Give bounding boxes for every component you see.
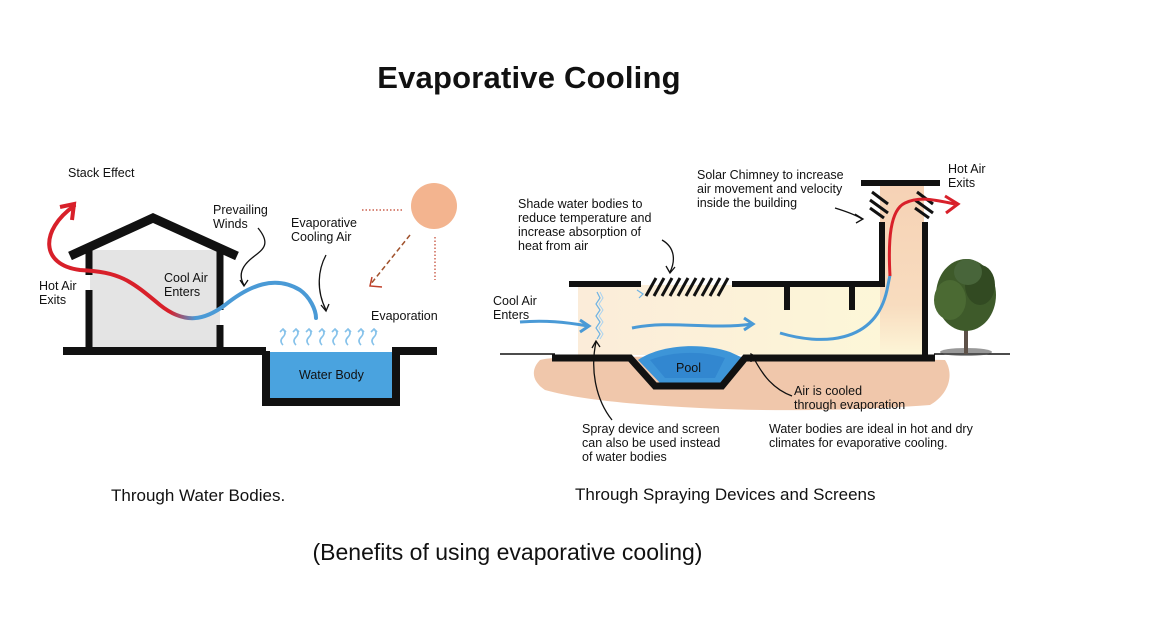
right-caption: Through Spraying Devices and Screens — [575, 485, 876, 504]
evaporative-cooling-air-label: Evaporative Cooling Air — [291, 216, 358, 244]
solar-chimney-label: Solar Chimney to increase air movement a… — [697, 168, 844, 210]
water-body — [262, 347, 437, 406]
hot-air-arrowhead-icon — [59, 201, 77, 221]
water-bodies-ideal-label: Water bodies are ideal in hot and dry cl… — [769, 422, 973, 450]
subtitle: (Benefits of using evaporative cooling) — [312, 539, 703, 565]
cool-air-enters-label: Cool Air Enters — [164, 271, 208, 299]
left-caption: Through Water Bodies. — [111, 486, 286, 505]
prevailing-winds-label: Prevailing Winds — [213, 203, 268, 231]
interior-airflow-arrow — [631, 322, 753, 330]
right-building-interior — [578, 186, 924, 356]
cool-air-inflow-arrow — [519, 319, 589, 328]
evaporative-air-pointer-icon — [318, 254, 327, 311]
evaporation-squiggles-icon — [279, 327, 378, 346]
stack-airflow-path — [47, 204, 318, 321]
pool-label: Pool — [676, 361, 702, 375]
evaporation-label: Evaporation — [371, 309, 438, 323]
hot-air-exits-right-label: Hot Air Exits — [948, 162, 986, 190]
shade-louvers-icon — [644, 277, 730, 297]
air-cooled-label: Air is cooled through evaporation — [794, 384, 906, 412]
chimney-airflow-path — [779, 274, 892, 341]
water-body-label: Water Body — [299, 368, 364, 382]
spray-screen-icon — [595, 291, 601, 340]
chimney-louvers-icon — [869, 190, 934, 220]
hot-air-exit-path — [887, 197, 956, 277]
shade-water-label: Shade water bodies to reduce temperature… — [518, 197, 652, 253]
stack-effect-label: Stack Effect — [68, 166, 135, 180]
sun-icon — [411, 183, 457, 229]
prevailing-winds-pointer-icon — [240, 227, 266, 286]
spray-device-label: Spray device and screen can also be used… — [582, 422, 721, 464]
page-title: Evaporative Cooling — [377, 60, 681, 95]
cool-air-enters-right-label: Cool Air Enters — [493, 294, 537, 322]
tree-icon — [934, 259, 996, 356]
hot-air-exits-label: Hot Air Exits — [39, 279, 77, 307]
